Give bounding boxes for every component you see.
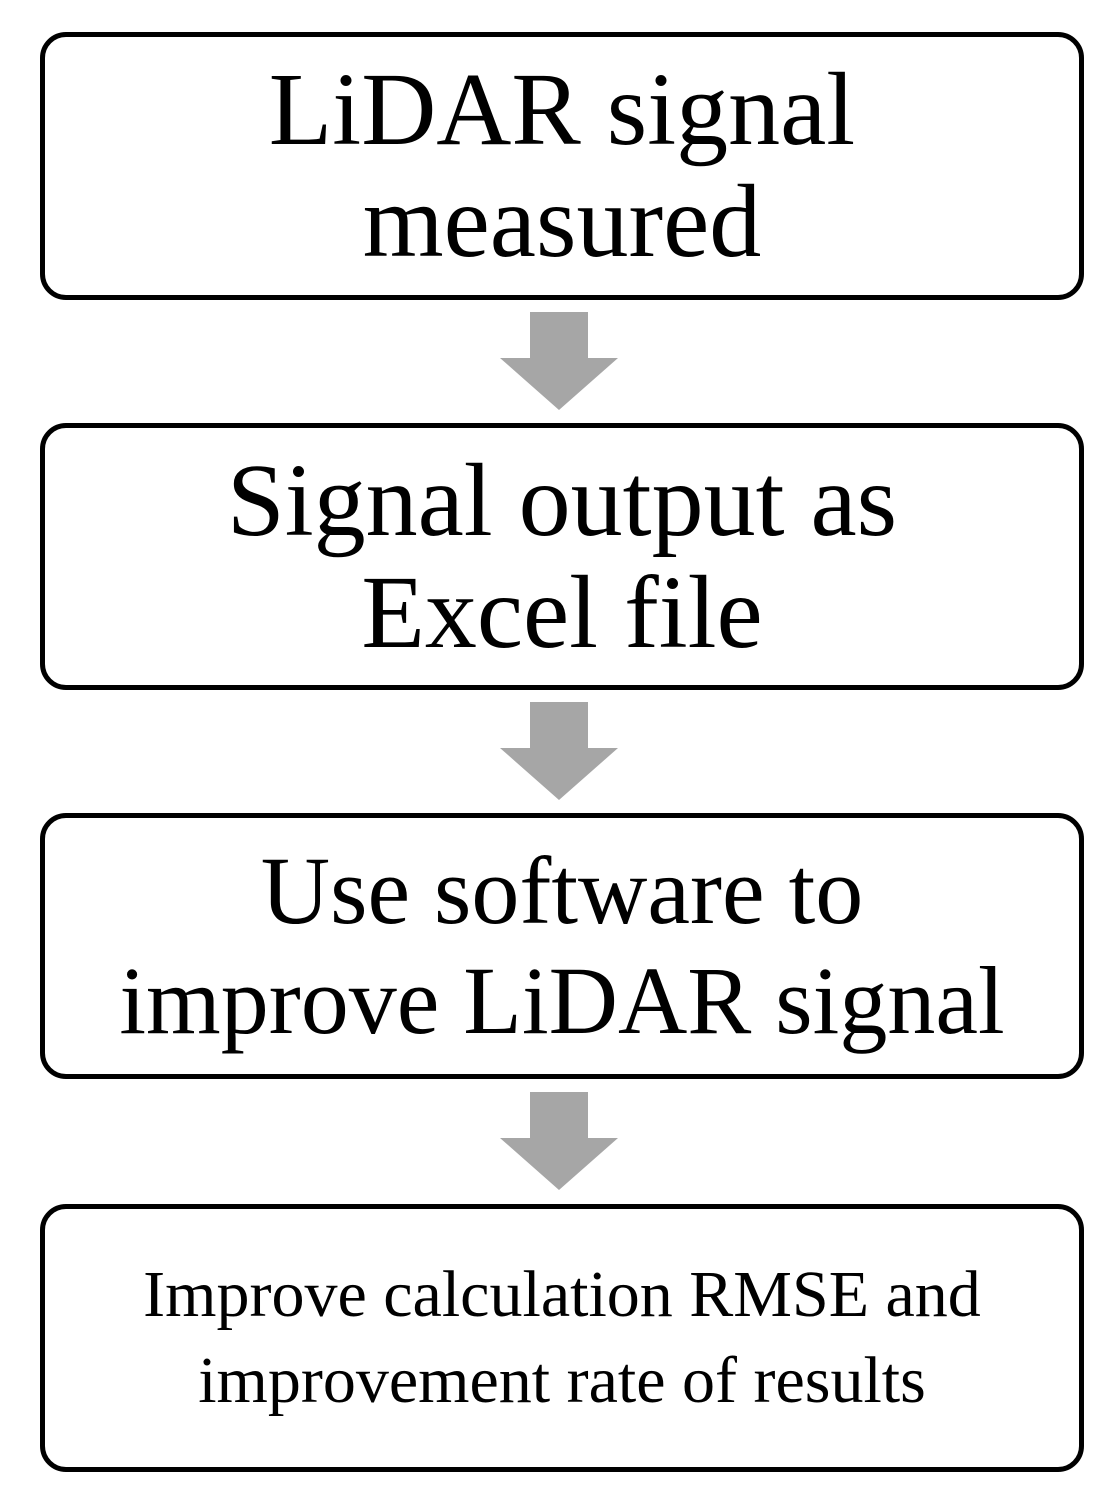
down-arrow-icon (500, 702, 618, 800)
step-4-box: Improve calculation RMSE and improvement… (40, 1204, 1084, 1472)
step-3-line-2: improve LiDAR signal (119, 947, 1005, 1054)
step-4-line-1: Improve calculation RMSE and (143, 1258, 981, 1331)
step-3-box: Use software to improve LiDAR signal (40, 813, 1084, 1079)
step-2-box: Signal output as Excel file (40, 423, 1084, 690)
step-1-box: LiDAR signal measured (40, 32, 1084, 300)
step-2-line-2: Excel file (361, 554, 763, 670)
step-1-line-2: measured (362, 164, 762, 279)
step-4-line-2: improvement rate of results (198, 1344, 926, 1417)
step-2-line-1: Signal output as (226, 442, 898, 558)
step-1-line-1: LiDAR signal (268, 52, 856, 167)
step-3-line-1: Use software to (260, 837, 864, 944)
down-arrow-icon (500, 1092, 618, 1190)
down-arrow-icon (500, 312, 618, 410)
